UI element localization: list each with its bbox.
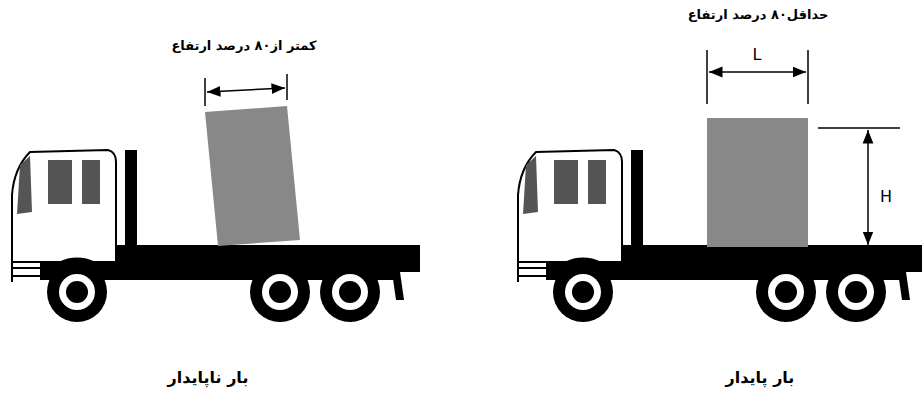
- dimension-note: حداقل۸۰ درصد ارتفاع: [688, 7, 829, 23]
- width-dimension: [205, 74, 287, 106]
- upright-load: [707, 118, 808, 247]
- dimension-lines: [707, 50, 900, 245]
- caption-label: بار پایدار: [726, 368, 795, 387]
- tilted-load: [205, 106, 300, 246]
- dimension-note: کمتر از۸۰ درصد ارتفاع: [171, 38, 316, 54]
- dimension-label: L: [753, 45, 762, 64]
- dimension-label: H: [880, 187, 892, 206]
- caption-label: بار ناپایدار: [168, 368, 249, 387]
